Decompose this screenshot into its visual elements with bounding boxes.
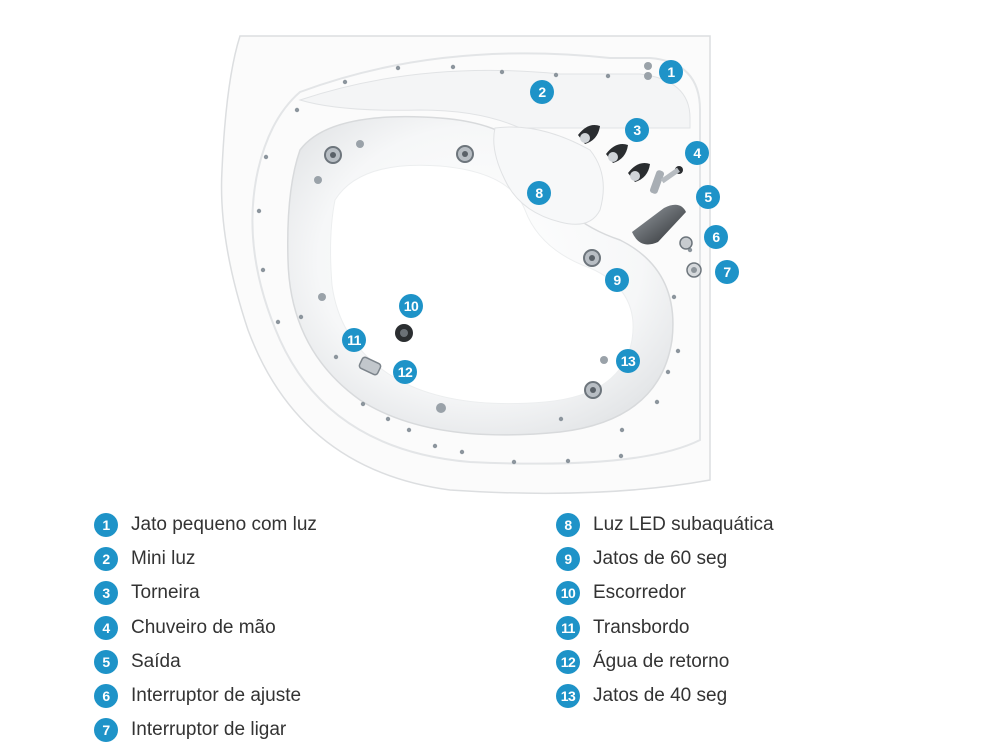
legend-item: 1 Jato pequeno com luz (94, 508, 317, 542)
rim-jet-dots (256, 64, 693, 465)
rim-dot (256, 208, 262, 214)
legend-right-column: 8 Luz LED subaquática 9 Jatos de 60 seg … (556, 508, 774, 713)
rim-dot (294, 107, 300, 113)
legend-item: 6 Interruptor de ajuste (94, 679, 317, 713)
legend-label: Luz LED subaquática (593, 514, 774, 536)
rim-dot (275, 319, 281, 325)
callout-10: 10 (399, 294, 423, 318)
legend-item: 9 Jatos de 60 seg (556, 542, 774, 576)
jets (314, 140, 608, 413)
callout-2: 2 (530, 80, 554, 104)
rim-dot (459, 449, 465, 455)
spout-icon (632, 204, 686, 245)
legend-item: 7 Interruptor de ligar (94, 713, 317, 747)
legend-number-badge: 8 (556, 513, 580, 538)
legend-item: 3 Torneira (94, 576, 317, 610)
rim-dot (665, 369, 671, 375)
callout-5: 5 (696, 185, 720, 209)
rim-dot (511, 459, 517, 465)
rim-dot (558, 416, 564, 422)
callout-1: 1 (659, 60, 683, 84)
legend-label: Torneira (131, 582, 200, 604)
rim-dot (333, 354, 339, 360)
rim-dot (499, 69, 505, 75)
rim-dot (654, 399, 660, 405)
legend-number-badge: 7 (94, 718, 118, 743)
callout-11: 11 (342, 328, 366, 352)
rim-dot (385, 416, 391, 422)
rim-dot (553, 72, 559, 78)
legend-number-badge: 9 (556, 547, 580, 572)
callout-3: 3 (625, 118, 649, 142)
callout-8: 8 (527, 181, 551, 205)
legend-item: 11 Transbordo (556, 611, 774, 645)
drain-icon (395, 324, 413, 342)
switches-icon (679, 236, 702, 278)
legend-item: 2 Mini luz (94, 542, 317, 576)
rim-dot (298, 314, 304, 320)
legend-item: 5 Saída (94, 645, 317, 679)
rim-dot (675, 348, 681, 354)
legend-number-badge: 6 (94, 684, 118, 709)
legend-label: Jatos de 40 seg (593, 685, 728, 707)
rim-dot (565, 458, 571, 464)
rim-dot (605, 73, 611, 79)
bathtub-diagram (220, 35, 711, 495)
legend-label: Jato pequeno com luz (131, 514, 317, 536)
legend-number-badge: 1 (94, 513, 118, 538)
legend-item: 4 Chuveiro de mão (94, 611, 317, 645)
legend-number-badge: 12 (556, 649, 580, 674)
legend-item: 12 Água de retorno (556, 645, 774, 679)
callout-4: 4 (685, 141, 709, 165)
legend-number-badge: 3 (94, 581, 118, 606)
overflow-icon (358, 356, 382, 376)
faucet-handles-icon (578, 125, 650, 182)
rim-dot (342, 79, 348, 85)
rim-dot (395, 65, 401, 71)
legend-number-badge: 10 (556, 581, 580, 606)
legend-item: 8 Luz LED subaquática (556, 508, 774, 542)
rim-dot (432, 443, 438, 449)
rim-dot (260, 267, 266, 273)
legend-label: Saída (131, 650, 181, 672)
rim-dot (360, 401, 366, 407)
legend-number-badge: 2 (94, 547, 118, 572)
legend-label: Chuveiro de mão (131, 616, 276, 638)
tub-top-shelf (298, 69, 691, 129)
rim-dot (450, 64, 456, 70)
rim-dot (619, 427, 625, 433)
legend-number-badge: 5 (94, 649, 118, 674)
callout-9: 9 (605, 268, 629, 292)
rim-dot (671, 294, 677, 300)
callout-13: 13 (616, 349, 640, 373)
callout-7: 7 (715, 260, 739, 284)
legend-label: Interruptor de ligar (131, 719, 287, 741)
rim-dot (406, 427, 412, 433)
legend-label: Escorredor (593, 582, 686, 604)
legend-label: Interruptor de ajuste (131, 685, 302, 707)
legend-left-column: 1 Jato pequeno com luz 2 Mini luz 3 Torn… (94, 508, 317, 747)
callout-12: 12 (393, 360, 417, 384)
tub-headrest (493, 126, 604, 225)
legend-number-badge: 11 (556, 615, 580, 640)
legend-item: 13 Jatos de 40 seg (556, 679, 774, 713)
hand-shower-icon (649, 166, 683, 194)
small-jet-light-icon (644, 62, 652, 80)
legend-number-badge: 4 (94, 615, 118, 640)
rim-dot (618, 453, 624, 459)
legend-number-badge: 13 (556, 684, 580, 709)
rim-dot (263, 154, 269, 160)
legend-label: Jatos de 60 seg (593, 548, 728, 570)
legend-label: Mini luz (131, 548, 196, 570)
legend-label: Transbordo (593, 616, 690, 638)
legend-item: 10 Escorredor (556, 576, 774, 610)
legend-label: Água de retorno (593, 650, 730, 672)
tub-rim (251, 52, 701, 465)
callout-6: 6 (704, 225, 728, 249)
